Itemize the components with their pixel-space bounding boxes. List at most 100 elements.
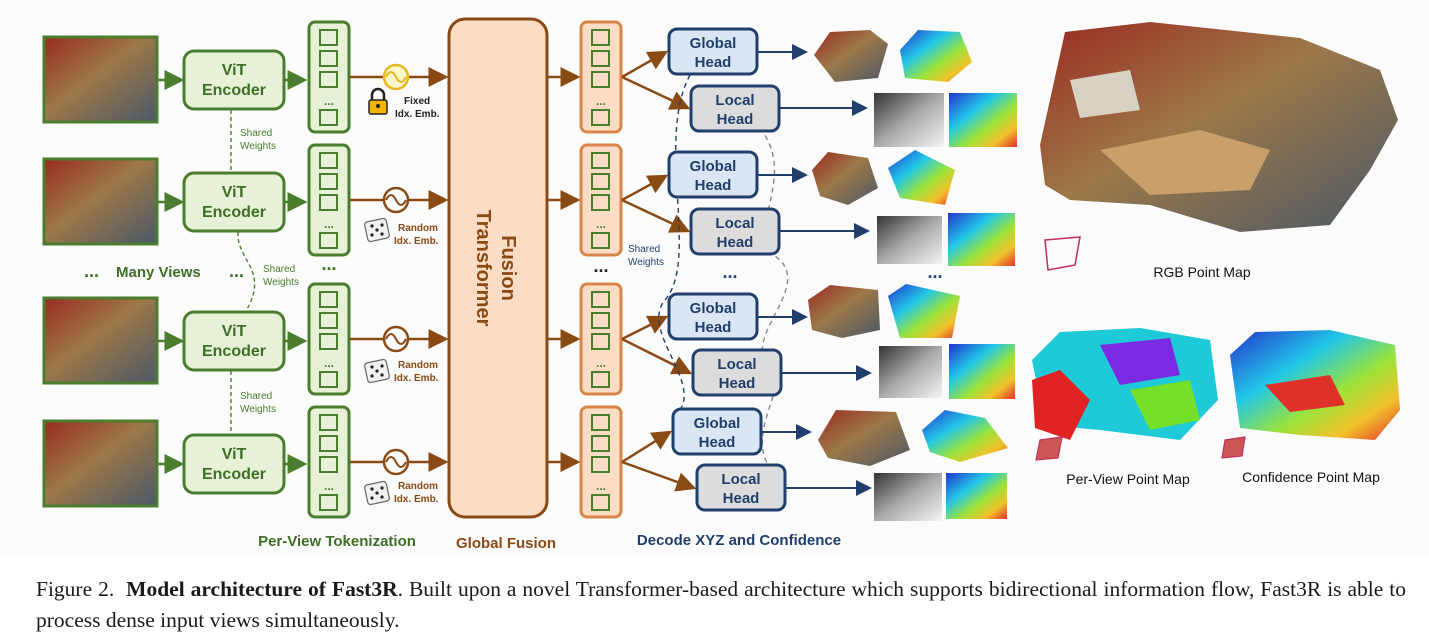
global-confidence-output [922, 410, 1008, 462]
vit-encoders: ViT Encoder ViT Encoder ViT Encoder ViT … [182, 49, 286, 495]
camera-frustum-icon [1221, 436, 1246, 459]
token-ellipsis: ... [596, 94, 606, 108]
token-ellipsis: ... [596, 217, 606, 231]
input-view-2 [42, 157, 159, 246]
dice-icon [364, 358, 390, 384]
local-depth-output [874, 93, 944, 147]
head-label: Local [717, 356, 756, 373]
fixed-embedding-label: Idx. Emb. [395, 109, 440, 120]
fusion-transformer-label: Fusion [497, 235, 519, 301]
global-rgb-output [814, 30, 888, 82]
input-view-1 [42, 35, 159, 124]
global-rgb-output [808, 285, 880, 338]
prediction-heads: Global Head Local Head Global Head Local… [667, 27, 787, 512]
vit-encoder-label: ViT [222, 62, 247, 79]
fused-token-column-2 [579, 143, 623, 257]
random-embedding-label: Idx. Emb. [394, 373, 439, 384]
caption-title: Model architecture of Fast3R [126, 577, 398, 601]
rgb-point-map [1040, 22, 1398, 271]
global-confidence-output [900, 30, 972, 82]
random-embedding-label: Idx. Emb. [394, 494, 439, 505]
head-label: Global [690, 158, 737, 175]
token-columns [307, 20, 351, 519]
head-label: Local [721, 471, 760, 488]
architecture-diagram: ViT Encoder ViT Encoder ViT Encoder ViT … [42, 17, 1400, 552]
input-view-4 [42, 419, 159, 508]
confidence-point-map [1221, 330, 1400, 459]
ellipsis-outputs: ... [927, 262, 942, 282]
output-maps [808, 30, 1017, 521]
per-view-point-map [1032, 328, 1218, 461]
stage-label-decode: Decode XYZ and Confidence [637, 532, 841, 549]
random-embedding-label: Idx. Emb. [394, 236, 439, 247]
token-column-4 [307, 405, 351, 519]
vit-encoder-3 [182, 310, 286, 372]
local-confidence-output [946, 473, 1007, 519]
random-embedding-label: Random [398, 481, 438, 492]
many-views-label: Many Views [116, 264, 201, 281]
head-label: Head [695, 177, 732, 194]
head-label: Global [690, 35, 737, 52]
local-depth-output [879, 346, 942, 398]
ellipsis-fused: ... [593, 256, 608, 276]
head-label: Global [694, 415, 741, 432]
vit-encoder-4 [182, 433, 286, 495]
head-label: Head [695, 319, 732, 336]
shared-weights-label: Shared [263, 264, 295, 275]
fixed-embedding-label: Fixed [404, 96, 430, 107]
token-ellipsis: ... [596, 356, 606, 370]
diagram-svg: ViT Encoder ViT Encoder ViT Encoder ViT … [42, 17, 1400, 552]
local-depth-output [874, 473, 942, 521]
local-confidence-output [948, 213, 1015, 266]
vit-encoder-1 [182, 49, 286, 111]
local-head-2 [689, 207, 781, 256]
global-confidence-output [888, 150, 955, 205]
vit-encoder-label: ViT [222, 184, 247, 201]
global-confidence-output [888, 284, 960, 338]
fusion-transformer-label: Transformer [472, 210, 494, 327]
global-head-2 [667, 150, 759, 199]
token-ellipsis: ... [324, 479, 334, 493]
ellipsis-right: ... [229, 261, 244, 281]
local-confidence-output [949, 344, 1015, 399]
head-label: Local [715, 215, 754, 232]
head-label: Head [717, 234, 754, 251]
stage-label-tokenization: Per-View Tokenization [258, 533, 416, 550]
caption-prefix: Figure 2. [36, 577, 115, 601]
head-label: Head [719, 375, 756, 392]
local-head-3 [691, 348, 783, 397]
dice-icon [364, 480, 390, 506]
random-embedding-label: Random [398, 223, 438, 234]
shared-weights-label: Weights [263, 277, 299, 288]
vit-encoder-label: ViT [222, 323, 247, 340]
vit-encoder-2 [182, 171, 286, 233]
fused-token-column-1 [579, 20, 623, 134]
head-label: Head [723, 490, 760, 507]
shared-weights-connectors [230, 110, 256, 434]
shared-weights-label: Shared [240, 128, 272, 139]
confidence-point-map-label: Confidence Point Map [1242, 469, 1380, 485]
token-column-2 [307, 143, 351, 257]
global-rgb-output [812, 152, 878, 205]
local-head-4 [695, 463, 787, 512]
token-column-3 [307, 282, 351, 396]
head-label: Head [699, 434, 736, 451]
input-view-3 [42, 296, 159, 385]
token-ellipsis: ... [596, 479, 606, 493]
shared-weights-label: Weights [628, 257, 664, 268]
input-view-images [42, 35, 159, 508]
shared-weights-label: Weights [240, 141, 276, 152]
token-ellipsis: ... [324, 356, 334, 370]
fixed-index-embedding: Fixed Idx. Emb. [368, 63, 440, 120]
shared-weights-label: Weights [240, 404, 276, 415]
shared-weights-label: Shared [240, 391, 272, 402]
lock-icon [368, 87, 388, 115]
head-label: Global [690, 300, 737, 317]
head-label: Head [695, 54, 732, 71]
head-label: Head [717, 111, 754, 128]
fused-token-column-4 [579, 405, 623, 519]
vit-encoder-label: Encoder [202, 343, 266, 360]
token-ellipsis: ... [324, 94, 334, 108]
caption-text: . Built upon a novel Transformer-based a… [36, 577, 1406, 632]
global-head-1 [667, 27, 759, 76]
